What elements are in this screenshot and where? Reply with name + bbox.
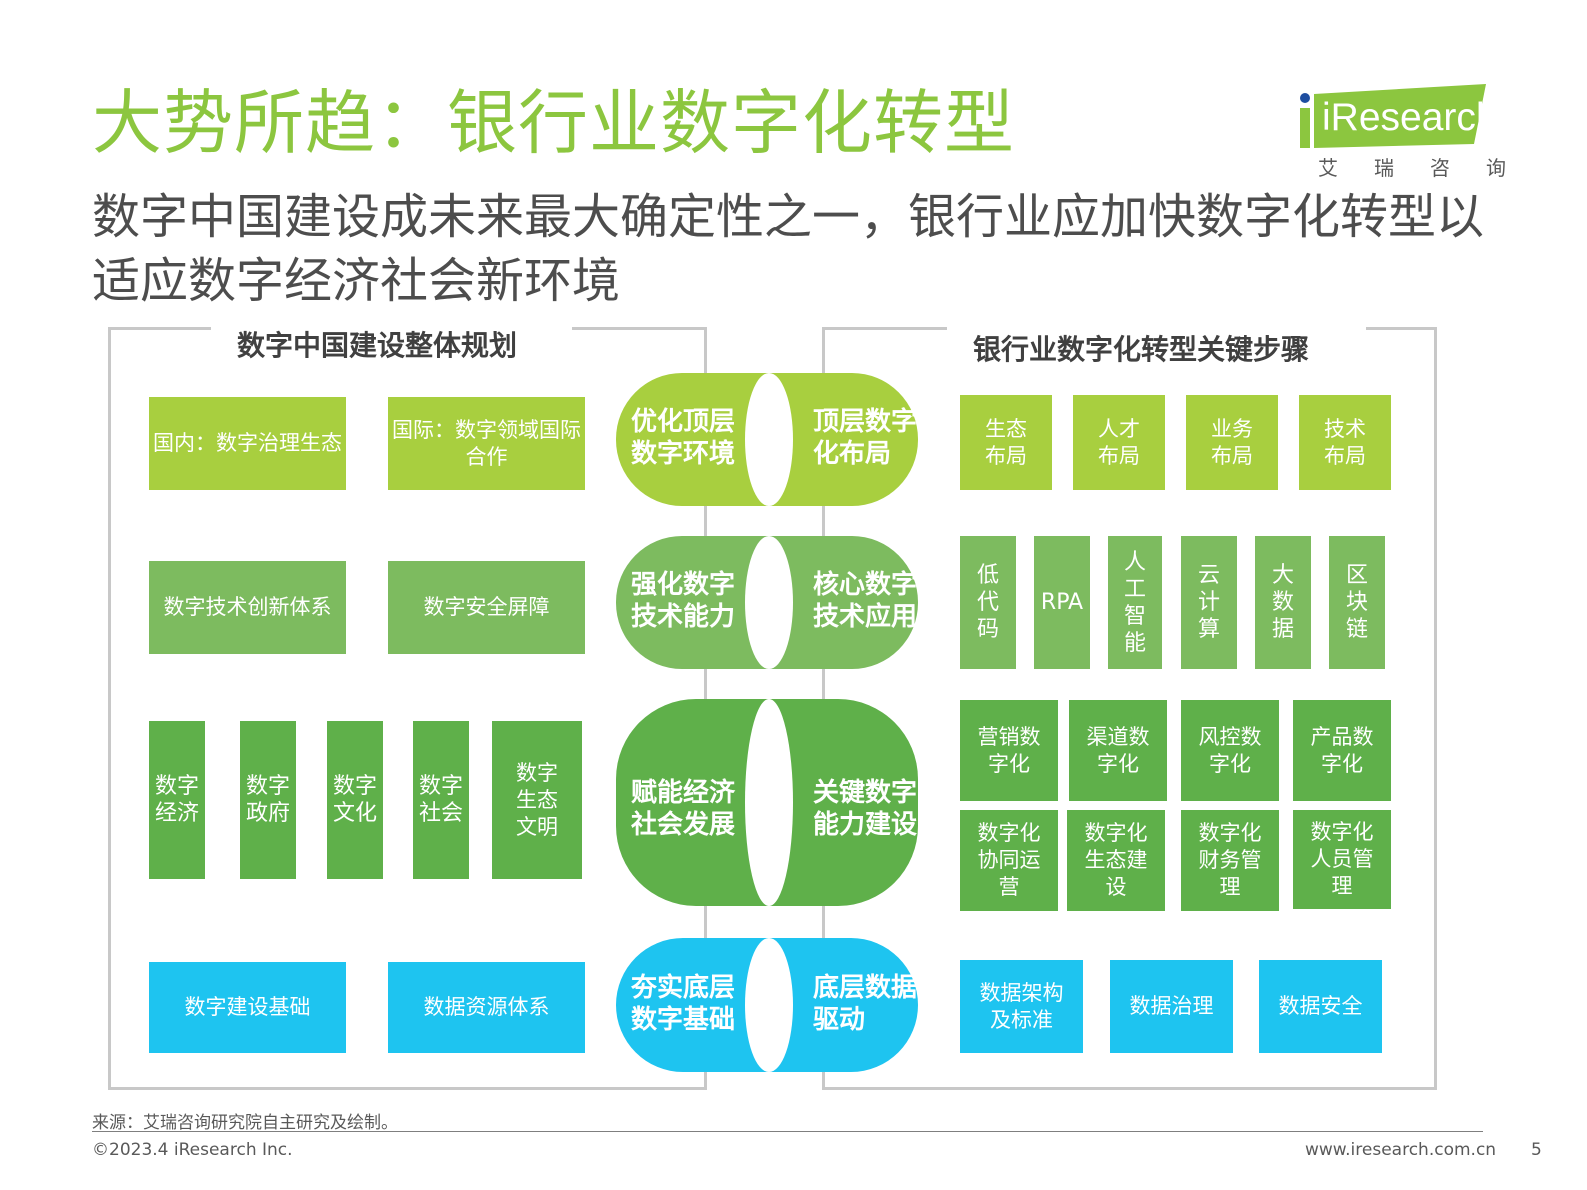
data-governance-box: 数据治理 [1110, 960, 1233, 1053]
data-security-box: 数据安全 [1259, 960, 1382, 1053]
left-section-heading: 数字中国建设整体规划 [237, 329, 518, 362]
pill-top-layer [616, 373, 918, 506]
big-data-box: 大数据 [1255, 536, 1311, 669]
personnel-mgmt-box: 数字化人员管理 [1293, 810, 1391, 909]
rpa-box: RPA [1034, 536, 1090, 669]
right-frame-right-edge [1434, 327, 1437, 1090]
risk-digital-box: 风控数字化 [1181, 700, 1279, 801]
data-resource-system-box: 数据资源体系 [388, 962, 585, 1053]
pill-empower-left-label: 赋能经济社会发展 [631, 778, 736, 840]
construction-foundation-box: 数字建设基础 [149, 962, 346, 1053]
domestic-governance-box: 国内：数字治理生态 [149, 397, 346, 490]
low-code-box: 低代码 [960, 536, 1016, 669]
website-link[interactable]: www.iresearch.com.cn [1305, 1140, 1497, 1160]
logo-sub-char: 瑞 [1374, 156, 1394, 180]
blockchain-box: 区块链 [1329, 536, 1385, 669]
tech-innovation-box: 数字技术创新体系 [149, 561, 346, 654]
business-layout-box: 业务布局 [1186, 395, 1278, 490]
pill-top-right-label: 顶层数字化布局 [813, 407, 918, 469]
pill-empower-right-label: 关键数字能力建设 [813, 778, 918, 840]
center-connector-pills [616, 373, 918, 1072]
iresearch-logo-icon [1300, 84, 1486, 148]
logo-sub-char: 艾 [1318, 156, 1338, 180]
eco-building-box: 数字化生态建设 [1067, 810, 1165, 911]
international-cooperation-box: 国际：数字领域国际合作 [388, 397, 585, 490]
logo-subtitle: 艾 瑞 咨 询 [1318, 152, 1506, 181]
page-title: 大势所趋：银行业数字化转型 [92, 82, 1015, 164]
right-frame-top-edge-a [822, 327, 947, 330]
pill-empower-layer [616, 699, 918, 906]
marketing-digital-box: 营销数字化 [960, 700, 1058, 801]
eco-layout-box: 生态布局 [960, 395, 1052, 490]
tech-layout-box: 技术布局 [1299, 395, 1391, 490]
collab-ops-box: 数字化协同运营 [960, 810, 1058, 911]
digital-culture-box: 数字文化 [327, 721, 383, 879]
page-number: 5 [1531, 1140, 1542, 1160]
pill-foundation-layer [616, 938, 918, 1072]
left-frame-top-edge-b [572, 327, 707, 330]
pill-tech-layer [616, 536, 918, 669]
ai-box: 人工智能 [1108, 536, 1162, 669]
pill-top-left-label: 优化顶层数字环境 [631, 407, 736, 469]
digital-government-box: 数字政府 [240, 721, 296, 879]
digital-economy-box: 数字经济 [149, 721, 205, 879]
data-architecture-box: 数据架构及标准 [960, 960, 1083, 1053]
pill-tech-left-label: 强化数字技术能力 [631, 570, 736, 632]
page-subtitle: 数字中国建设成未来最大确定性之一，银行业应加快数字化转型以适应数字经济社会新环境 [92, 189, 1485, 309]
right-frame-bottom-edge [822, 1087, 1437, 1090]
left-frame-bottom-edge [108, 1087, 707, 1090]
left-frame-top-edge-a [108, 327, 211, 330]
cloud-computing-box: 云计算 [1181, 536, 1237, 669]
product-digital-box: 产品数字化 [1293, 700, 1391, 801]
pill-foundation-right-label: 底层数据驱动 [813, 973, 918, 1035]
finance-mgmt-box: 数字化财务管理 [1181, 810, 1279, 911]
right-frame-top-edge-b [1366, 327, 1437, 330]
channel-digital-box: 渠道数字化 [1069, 700, 1167, 801]
left-frame-left-edge [108, 327, 111, 1090]
source-note: 来源：艾瑞咨询研究院自主研究及绘制。 [92, 1113, 398, 1133]
logo-sub-char: 咨 [1430, 156, 1450, 180]
digital-eco-civilization-box: 数字生态文明 [492, 721, 582, 879]
copyright-text: ©2023.4 iResearch Inc. [92, 1140, 293, 1160]
pill-foundation-left-label: 夯实底层数字基础 [631, 973, 736, 1035]
security-barrier-box: 数字安全屏障 [388, 561, 585, 654]
footer-divider [92, 1131, 1483, 1132]
logo-sub-char: 询 [1486, 156, 1506, 180]
right-section-heading: 银行业数字化转型关键步骤 [973, 333, 1310, 366]
digital-society-box: 数字社会 [413, 721, 469, 879]
talent-layout-box: 人才布局 [1073, 395, 1165, 490]
pill-tech-right-label: 核心数字技术应用 [813, 570, 918, 632]
logo-wordmark: iResearch [1322, 96, 1498, 139]
